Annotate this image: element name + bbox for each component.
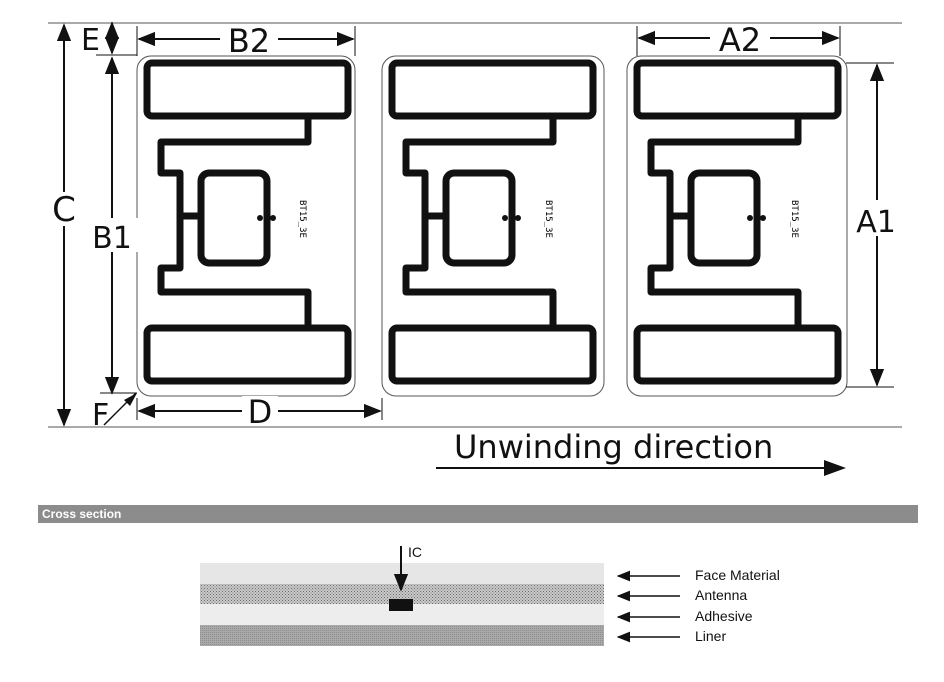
dimension-d: D — [136, 393, 383, 431]
ic-label: IC — [408, 544, 422, 560]
inlay-1: BT15_3E — [136, 55, 356, 397]
label-a2: A2 — [719, 21, 761, 59]
dimension-b2: B2 — [136, 22, 356, 60]
layer-label-face-material: Face Material — [695, 567, 780, 583]
layer-label-liner: Liner — [695, 628, 726, 644]
chip-marking-3: BT15_3E — [789, 200, 799, 238]
antenna-layer — [200, 584, 604, 604]
label-d: D — [248, 393, 273, 431]
dimension-a1: A1 — [846, 62, 904, 388]
cross-section-header: Cross section — [38, 505, 918, 523]
adhesive-layer — [200, 604, 604, 625]
dimension-a2: A2 — [636, 21, 841, 59]
liner-layer — [200, 625, 604, 646]
dimension-f: F — [92, 392, 137, 433]
label-f: F — [92, 398, 109, 433]
chip-marking-2: BT15_3E — [543, 200, 553, 238]
inlay-2: BT15_3E — [381, 55, 605, 397]
layer-label-adhesive: Adhesive — [695, 608, 753, 624]
dimension-c: C — [48, 23, 80, 427]
dimension-e: E — [81, 21, 137, 58]
label-b1: B1 — [92, 221, 132, 256]
label-e: E — [81, 23, 100, 58]
chip-marking-1: BT15_3E — [297, 200, 307, 238]
inlay-3: BT15_3E — [626, 55, 848, 397]
label-a1: A1 — [856, 205, 896, 240]
cross-section-diagram: IC Face Material Antenna Adhesive Liner — [200, 544, 780, 646]
ic-chip — [389, 599, 413, 611]
layer-label-antenna: Antenna — [695, 587, 747, 603]
label-c: C — [52, 190, 76, 230]
label-b2: B2 — [228, 22, 270, 60]
unwinding-direction: Unwinding direction — [436, 428, 846, 476]
unwinding-direction-label: Unwinding direction — [454, 428, 773, 466]
dimension-b1: B1 — [84, 56, 140, 395]
